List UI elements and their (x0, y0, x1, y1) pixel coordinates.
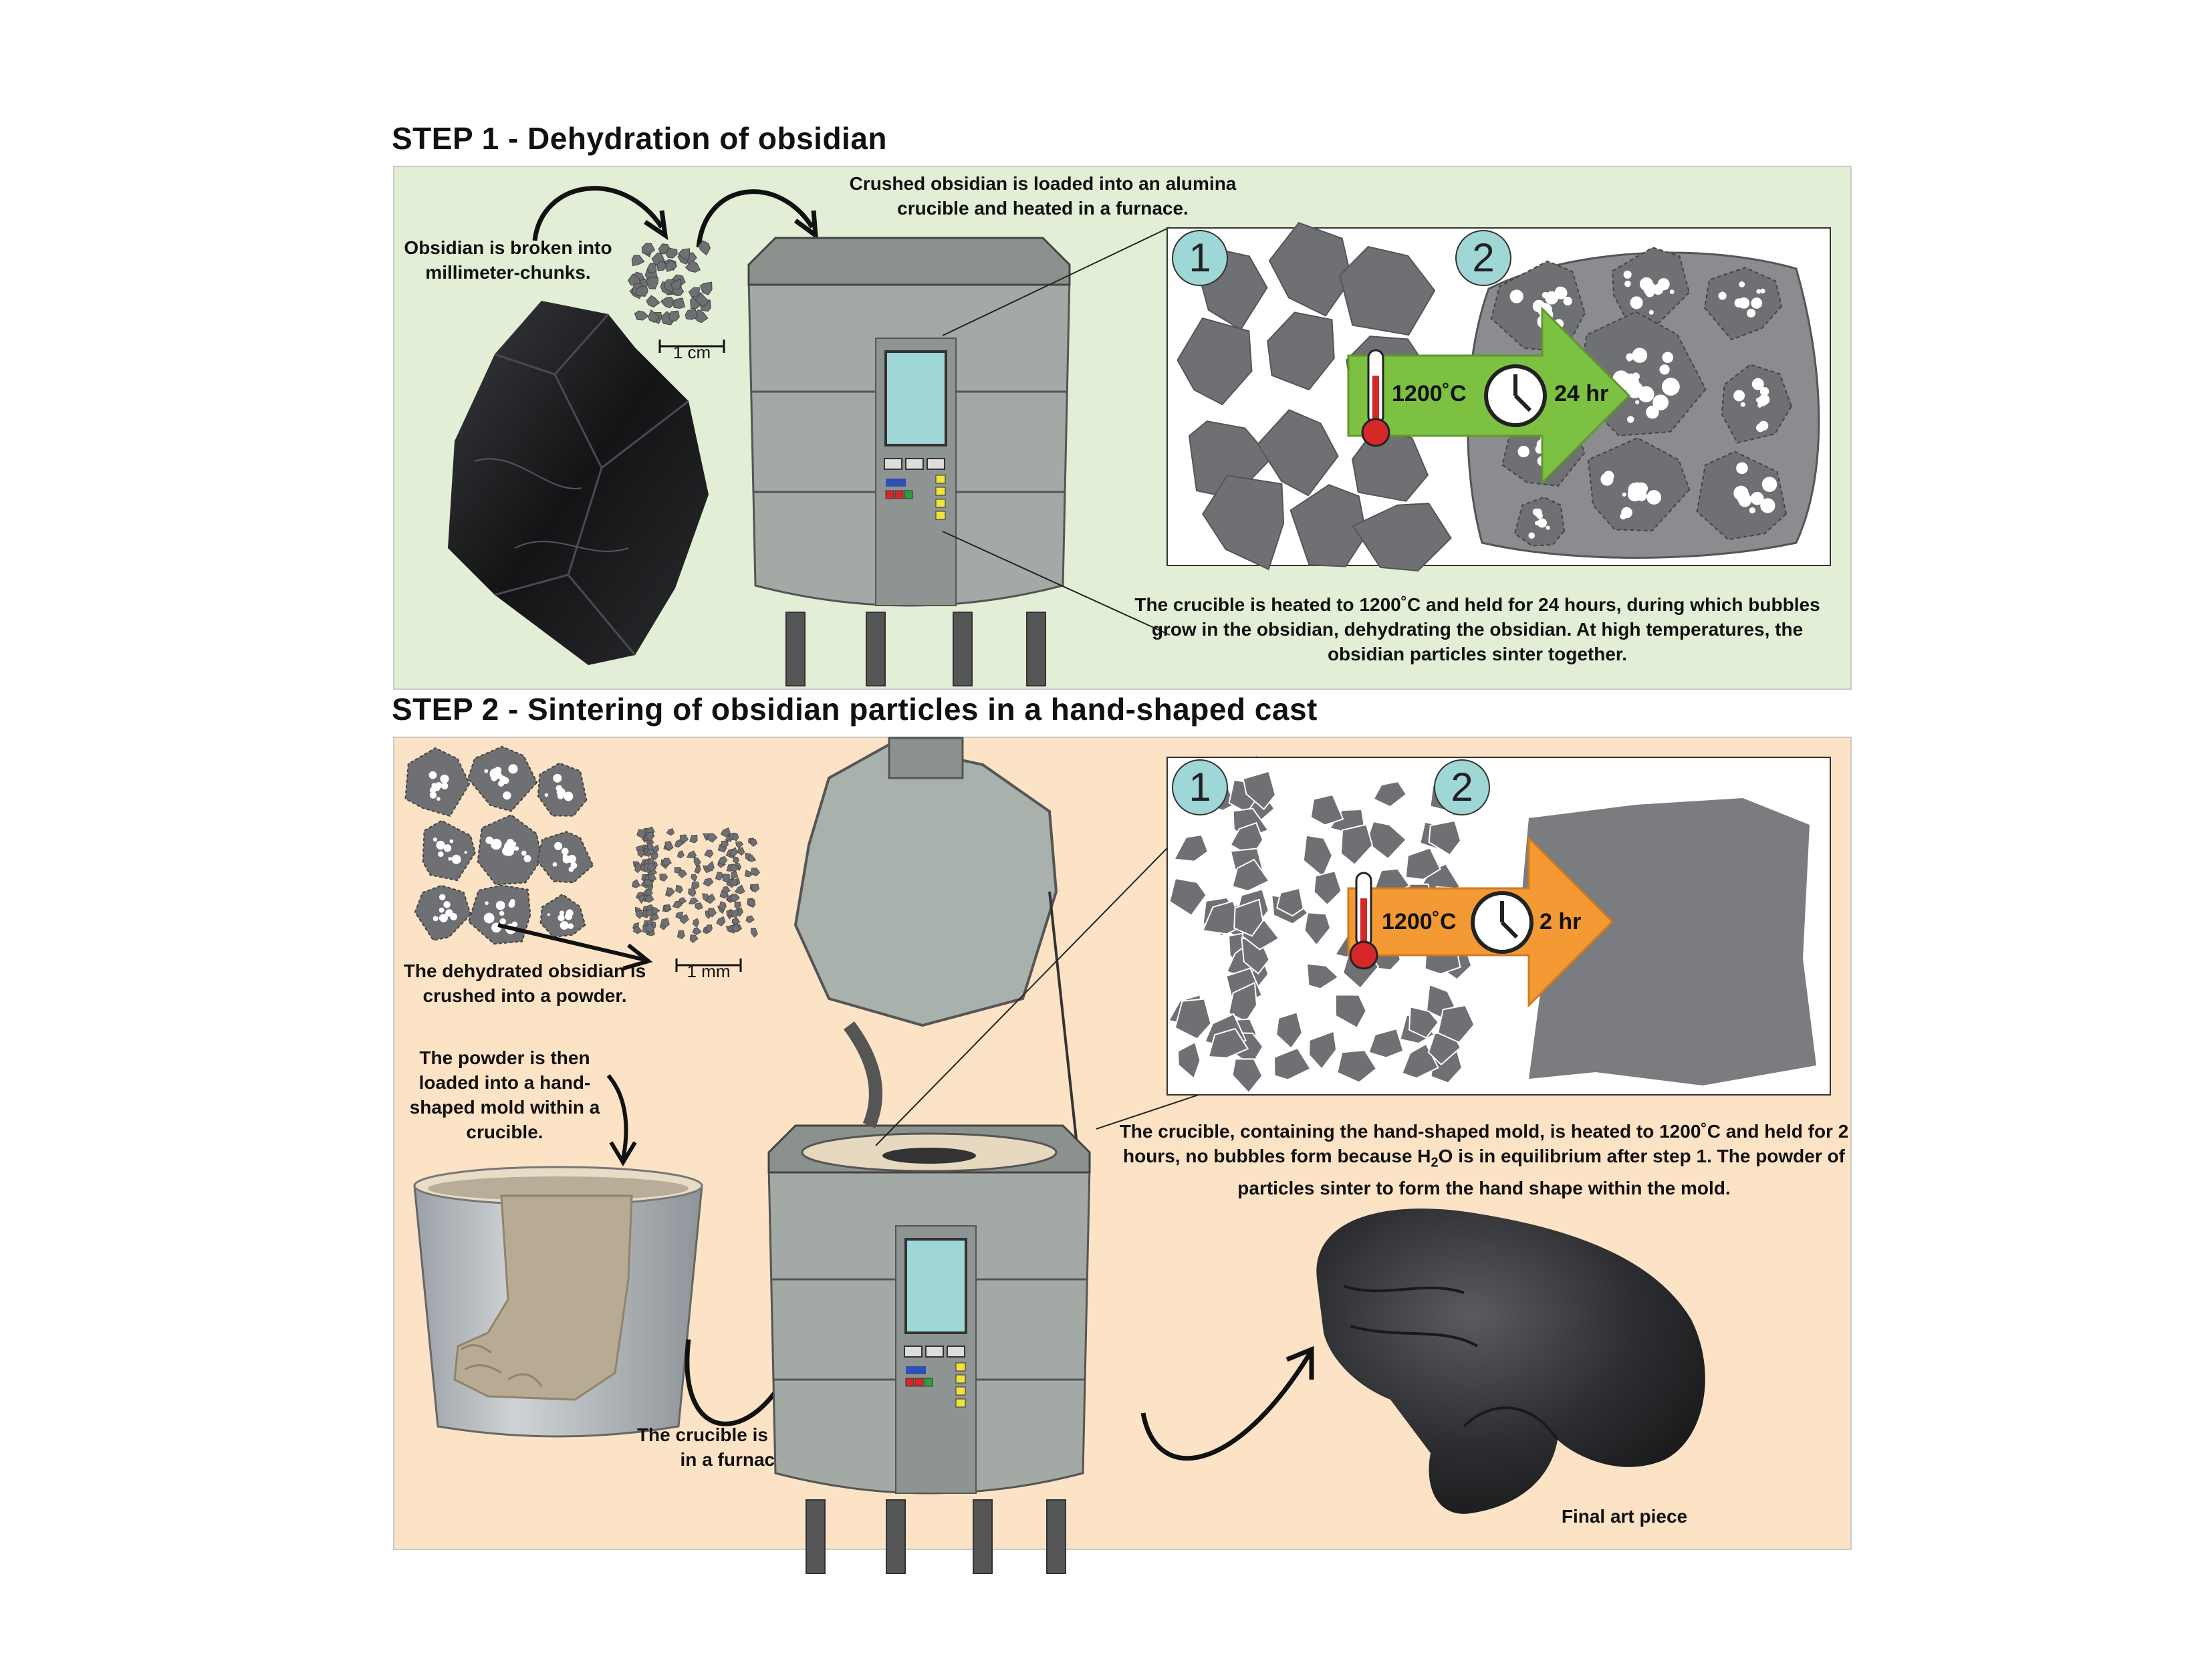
caption-text-2: O is in equilibrium after step 1. The po… (1237, 1146, 1845, 1198)
stage-badge-2-step2: 2 (1434, 759, 1490, 815)
step2-panel: 1 mm The dehydrated obsidian is crushed … (393, 737, 1852, 1574)
label-final-art-piece: Final art piece (1561, 1506, 1688, 1527)
thermometer-icon (1361, 349, 1390, 447)
zoom-lines (942, 227, 1171, 636)
hand-mold-shape (453, 1194, 633, 1401)
step1-inset: 1 2 1200˚C 24 hr (1166, 222, 1831, 572)
inset-particles (1177, 222, 1820, 572)
label-loaded-into-mold: The powder is then loaded into a hand-sh… (409, 1047, 600, 1142)
powder-icon (632, 826, 761, 943)
thermometer-icon-2 (1349, 872, 1378, 970)
arrow-to-chunks-icon (532, 186, 668, 241)
step1-caption: The crucible is heated to 1200˚C and hel… (1134, 594, 1820, 664)
arrow-to-furnace-icon (696, 189, 819, 248)
stage-badge-1: 1 (1172, 230, 1228, 286)
open-furnace-icon (767, 737, 1091, 1574)
arrow-to-mold-icon (606, 1074, 637, 1166)
temperature-label-2: 1200˚C (1382, 909, 1457, 934)
stage-badge-2: 2 (1455, 230, 1511, 286)
obsidian-rock-icon (448, 301, 709, 665)
obsidian-chunks-icon (627, 240, 713, 326)
crucible-icon (413, 1166, 703, 1438)
step2-inset: 1 2 1200˚C 2 hr (1166, 757, 1831, 1096)
scale-label: 1 cm (672, 342, 711, 362)
scale-bar-2 (675, 959, 742, 972)
arrow-to-powder-icon (497, 923, 653, 971)
step2-title: STEP 2 - Sintering of obsidian particles… (392, 692, 1318, 727)
duration-label-2: 2 hr (1540, 909, 1582, 934)
step2-caption: The crucible, containing the hand-shaped… (1116, 1119, 1852, 1200)
furnace-icon (747, 237, 1071, 686)
temperature-label: 1200˚C (1392, 381, 1467, 406)
caption-text-1: The crucible, containing the hand-shaped… (1119, 1121, 1849, 1166)
dehydrated-particles-icon (404, 745, 594, 945)
arrow-to-final-icon (1140, 1346, 1314, 1461)
caption-subscript: 2 (1431, 1155, 1439, 1170)
scale-bar (658, 340, 725, 353)
stage-badge-1-step2: 1 (1172, 759, 1228, 815)
label-loaded-into-crucible: Crushed obsidian is loaded into an alumi… (849, 173, 1237, 219)
step1-title: STEP 1 - Dehydration of obsidian (392, 121, 888, 156)
label-broken-into-chunks: Obsidian is broken into millimeter-chunk… (404, 237, 612, 283)
duration-label: 24 hr (1554, 381, 1609, 406)
inset-particles-2 (1167, 770, 1816, 1094)
step1-panel: Obsidian is broken into millimeter-chunk… (393, 166, 1852, 690)
clock-icon (1484, 364, 1547, 427)
scale-label-2: 1 mm (687, 961, 731, 981)
hand-sculpture-icon (1316, 1208, 1705, 1514)
clock-icon-2 (1471, 891, 1533, 954)
label-crushed-into-powder: The dehydrated obsidian is crushed into … (403, 961, 646, 1006)
